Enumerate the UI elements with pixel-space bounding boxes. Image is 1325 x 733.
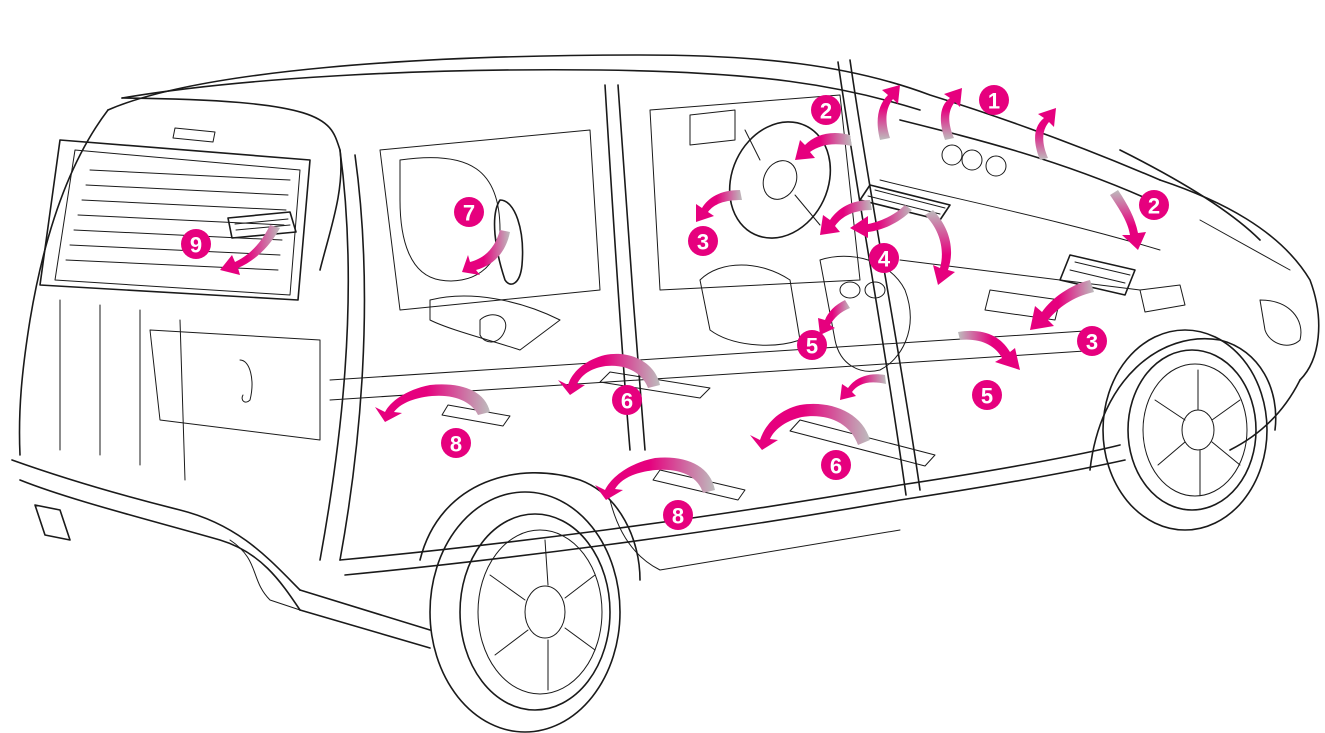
svg-text:2: 2 <box>1148 194 1160 219</box>
arrow-5-floor <box>840 374 886 400</box>
arrow-2-left <box>795 133 852 160</box>
svg-text:8: 8 <box>672 504 684 529</box>
badge-2-left: 2 <box>811 95 841 125</box>
arrow-8-rear <box>375 384 490 422</box>
rear-wheel <box>430 492 620 732</box>
arrow-3-right <box>1030 280 1094 330</box>
badge-2-right: 2 <box>1139 190 1169 220</box>
svg-text:7: 7 <box>463 201 475 226</box>
badge-3-right: 3 <box>1077 326 1107 356</box>
svg-text:5: 5 <box>806 334 818 359</box>
badge-1: 1 <box>979 85 1009 115</box>
badge-5-right: 5 <box>972 380 1002 410</box>
svg-text:6: 6 <box>621 389 633 414</box>
arrow-1 <box>878 85 1056 160</box>
svg-text:6: 6 <box>830 454 842 479</box>
svg-text:1: 1 <box>988 89 1000 114</box>
badge-8-middle: 8 <box>663 500 693 530</box>
badge-4: 4 <box>869 243 899 273</box>
svg-text:2: 2 <box>820 99 832 124</box>
arrow-8-middle <box>595 457 715 500</box>
arrow-9 <box>220 225 280 275</box>
arrow-3-left <box>696 190 742 222</box>
arrow-6-front <box>750 404 870 450</box>
arrow-5-left <box>818 300 850 335</box>
badge-5-left: 5 <box>797 330 827 360</box>
svg-text:3: 3 <box>1086 330 1098 355</box>
svg-text:9: 9 <box>190 233 202 258</box>
arrow-5-right <box>958 331 1020 370</box>
svg-text:4: 4 <box>878 247 891 272</box>
badge-3-left: 3 <box>688 226 718 256</box>
svg-text:3: 3 <box>697 230 709 255</box>
car-body <box>12 55 1319 732</box>
front-wheel <box>1103 330 1267 530</box>
badge-9: 9 <box>181 229 211 259</box>
svg-text:5: 5 <box>981 384 993 409</box>
svg-text:8: 8 <box>450 432 462 457</box>
badge-6-front: 6 <box>821 450 851 480</box>
badge-8-rear: 8 <box>441 428 471 458</box>
badge-6-middle: 6 <box>612 385 642 415</box>
badge-7: 7 <box>454 197 484 227</box>
